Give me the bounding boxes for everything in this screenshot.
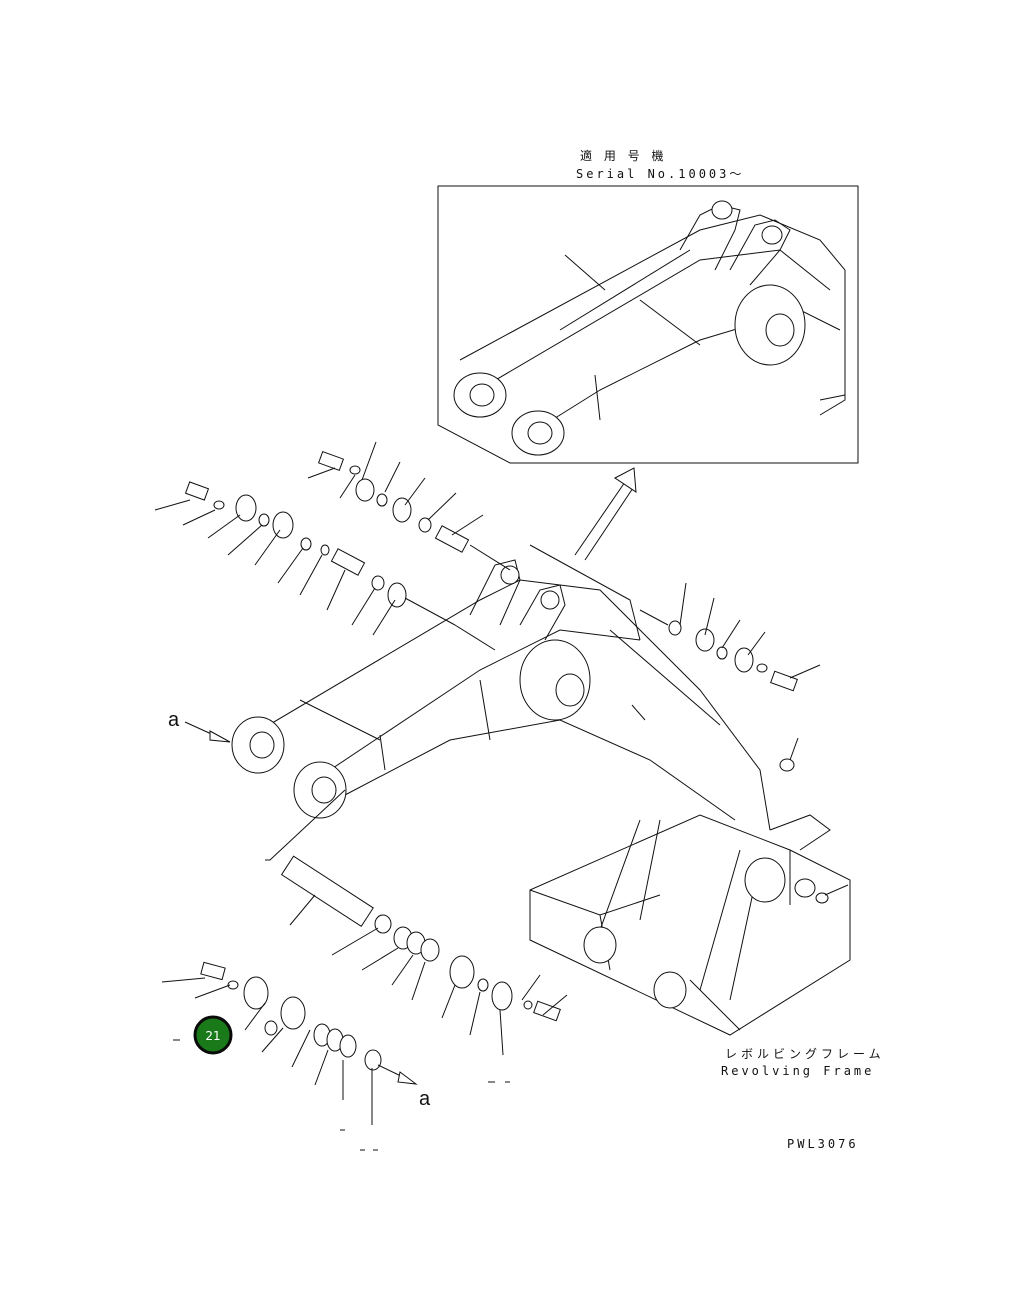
callout-21[interactable]: 21 <box>193 1015 233 1055</box>
inset-arrow <box>574 467 637 561</box>
view-arrow-a <box>184 721 231 743</box>
revolving-frame-label-jp: レボルビングフレーム <box>725 1047 885 1061</box>
drawing-code: PWL3076 <box>787 1137 859 1151</box>
applicable-serial-en: Serial No.10003～ <box>576 167 744 181</box>
view-label-a-top: a <box>168 709 180 731</box>
pin-group-upper-left <box>154 481 456 636</box>
revolving-frame <box>529 814 851 1036</box>
pin-group-lower <box>161 914 568 1125</box>
pin-group-upper-center <box>307 441 511 571</box>
inset-view <box>437 185 859 464</box>
boom-foot-pin <box>265 789 374 928</box>
view-label-a-bottom: a <box>419 1088 431 1110</box>
callout-21-marker[interactable] <box>193 1015 233 1055</box>
applicable-serial-jp: 適 用 号 機 <box>580 148 667 163</box>
stray-marks <box>173 1039 510 1151</box>
boom-assembly <box>231 544 771 831</box>
callout-21-number: 21 <box>205 1029 220 1043</box>
revolving-frame-label-en: Revolving Frame <box>721 1064 874 1078</box>
pin-group-right <box>639 582 849 904</box>
